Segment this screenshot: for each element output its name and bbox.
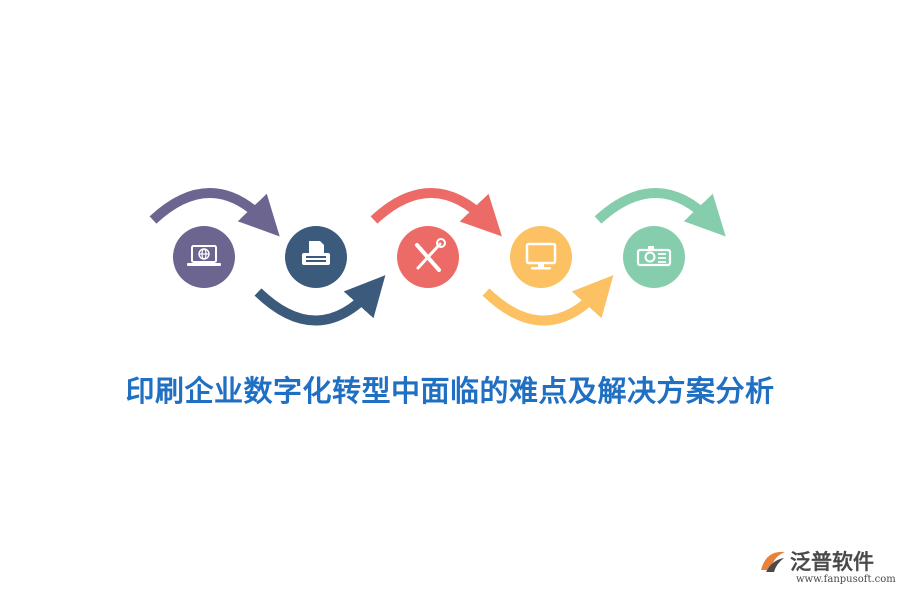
flow-arrow-2: [254, 275, 386, 326]
page-title: 印刷企业数字化转型中面临的难点及解决方案分析: [125, 374, 775, 408]
monitor-icon: [525, 242, 557, 270]
logo-mark-icon: [761, 551, 785, 572]
laptop-globe-icon: [187, 245, 221, 266]
step-2: [285, 226, 347, 288]
step-4: [510, 226, 572, 288]
flow-arrow-1: [149, 188, 280, 237]
step-5: [623, 226, 685, 288]
flow-arrow-3: [370, 188, 502, 237]
brand-logo: 泛普软件 www.fanpusoft.com: [758, 546, 896, 590]
printer-icon: [302, 241, 330, 265]
tools-icon: [415, 238, 446, 272]
logo-url: www.fanpusoft.com: [796, 574, 896, 585]
step-3: [397, 226, 459, 288]
flow-arrow-5: [594, 188, 726, 237]
logo-name: 泛普软件: [790, 550, 874, 574]
projector-icon: [636, 246, 672, 267]
flow-arrow-4: [482, 275, 614, 326]
step-1: [173, 226, 235, 288]
